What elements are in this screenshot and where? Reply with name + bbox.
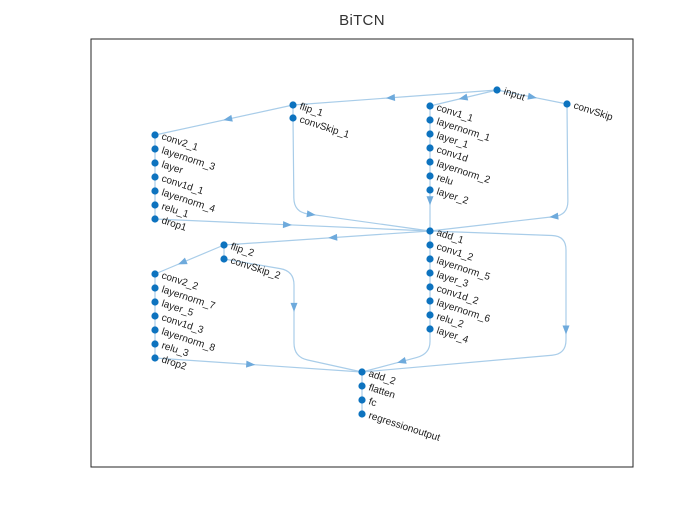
arrowhead-icon: [177, 257, 188, 265]
arrowhead-icon: [562, 325, 570, 335]
node-layer_4: [426, 325, 434, 333]
edge-flip_2-conv2_2: [154, 244, 225, 275]
node-flip_1: [289, 101, 297, 109]
node-add_2: [358, 368, 366, 376]
edge-drop2-add_2: [154, 357, 363, 373]
node-layernorm_3: [151, 145, 159, 153]
edge-layer_4-add_2: [361, 329, 431, 373]
node-convSkip_1: [289, 114, 297, 122]
node-conv1d_1: [151, 173, 159, 181]
node-layer_2: [426, 186, 434, 194]
node-relu: [426, 172, 434, 180]
node-label-convSkip_1: convSkip_1: [298, 114, 351, 141]
node-conv1d: [426, 144, 434, 152]
arrowhead-icon: [458, 93, 469, 101]
node-layernorm_4: [151, 187, 159, 195]
edge-add_1-add_2: [361, 230, 567, 373]
node-label-relu: relu: [435, 172, 454, 188]
node-layernorm_5: [426, 255, 434, 263]
node-drop1: [151, 215, 159, 223]
node-layer_3: [426, 269, 434, 277]
edges-layer: [154, 89, 569, 414]
node-layernorm_7: [151, 284, 159, 292]
arrowhead-icon: [527, 92, 537, 100]
edge-convSkip_2-add_2: [223, 258, 363, 373]
node-layer_5: [151, 298, 159, 306]
arrowhead-icon: [290, 302, 298, 312]
edge-input-flip_1: [292, 89, 498, 106]
node-conv1_1: [426, 102, 434, 110]
node-layernorm_2: [426, 158, 434, 166]
node-relu_1: [151, 201, 159, 209]
node-relu_3: [151, 340, 159, 348]
node-add_1: [426, 227, 434, 235]
node-labels-layer: inputconvSkipflip_1convSkip_1conv1_1laye…: [160, 86, 614, 444]
node-label-layer_2: layer_2: [435, 186, 470, 207]
node-regressionoutput: [358, 410, 366, 418]
node-conv2_1: [151, 131, 159, 139]
arrowhead-icon: [306, 210, 316, 218]
edge-drop1-add_1: [154, 218, 431, 232]
arrowhead-icon: [223, 114, 233, 122]
nodes-layer: [151, 86, 571, 418]
node-label-convSkip_2: convSkip_2: [229, 255, 282, 282]
node-conv1d_2: [426, 283, 434, 291]
node-fc: [358, 396, 366, 404]
edge-add_1-flip_2: [223, 230, 431, 246]
arrowhead-icon: [549, 212, 559, 220]
node-flip_2: [220, 241, 228, 249]
axes-box: [90, 38, 634, 468]
node-label-layer_4: layer_4: [435, 325, 470, 346]
node-layer_1: [426, 130, 434, 138]
node-label-fc: fc: [367, 396, 378, 409]
node-label-input: input: [502, 86, 526, 103]
arrowheads-layer: [177, 92, 570, 368]
node-conv1_2: [426, 241, 434, 249]
node-input: [493, 86, 501, 94]
node-layer: [151, 159, 159, 167]
arrowhead-icon: [426, 196, 434, 206]
arrowhead-icon: [245, 360, 256, 368]
node-layernorm_1: [426, 116, 434, 124]
node-layernorm_6: [426, 297, 434, 305]
node-label-convSkip: convSkip: [572, 100, 614, 123]
arrowhead-icon: [397, 357, 407, 364]
node-drop2: [151, 354, 159, 362]
arrowhead-icon: [328, 233, 338, 241]
node-layernorm_8: [151, 326, 159, 334]
arrowhead-icon: [282, 221, 292, 229]
plot-title: BiTCN: [339, 12, 385, 29]
node-conv1d_3: [151, 312, 159, 320]
node-conv2_2: [151, 270, 159, 278]
arrowhead-icon: [385, 94, 396, 101]
node-convSkip: [563, 100, 571, 108]
node-label-regressionoutput: regressionoutput: [367, 410, 441, 444]
node-flatten: [358, 382, 366, 390]
node-convSkip_2: [220, 255, 228, 263]
node-relu_2: [426, 311, 434, 319]
